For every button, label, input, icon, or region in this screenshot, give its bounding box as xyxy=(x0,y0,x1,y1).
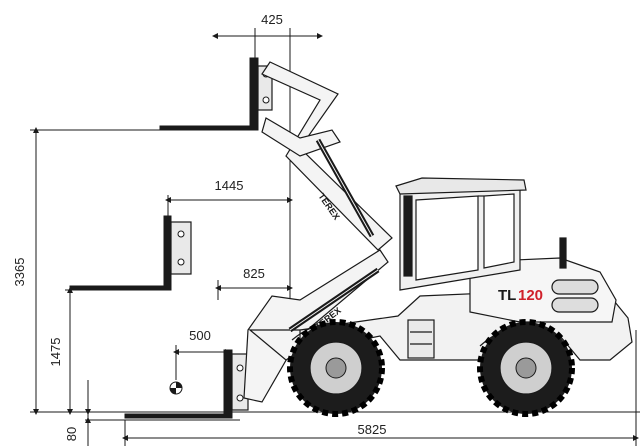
dim-mid-reach: 1445 xyxy=(215,178,244,193)
dim-low-reach: 825 xyxy=(243,266,265,281)
dim-max-height: 3365 xyxy=(12,258,27,287)
model-prefix: TL xyxy=(498,287,516,304)
load-center-marker xyxy=(169,381,183,395)
front-wheel xyxy=(287,319,385,417)
fork-top xyxy=(159,57,273,131)
fork-mid xyxy=(69,215,192,291)
loader-body xyxy=(291,177,633,361)
model-number: 120 xyxy=(518,287,543,304)
rear-wheel xyxy=(477,319,575,417)
dim-length: 5825 xyxy=(358,422,387,437)
dim-mid-height: 1475 xyxy=(48,338,63,367)
fork-ground xyxy=(124,349,249,419)
model-badge: TL 120 xyxy=(498,287,543,304)
dim-top-offset: 425 xyxy=(261,12,283,27)
dim-ground-reach: 500 xyxy=(189,328,211,343)
boom-raised: TEREX xyxy=(261,61,393,251)
dim-below-ground: 80 xyxy=(64,427,79,441)
